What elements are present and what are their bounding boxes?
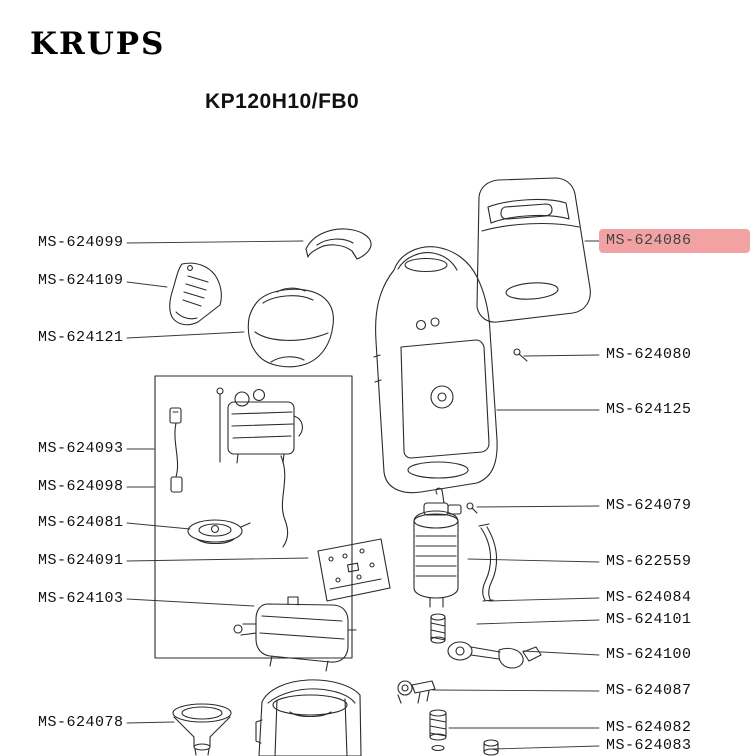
part-label-ms-624125[interactable]: MS-624125 [606,401,692,418]
part-drawing-ms-624099 [305,228,372,260]
part-label-ms-624087[interactable]: MS-624087 [606,682,692,699]
part-drawing-fittings-ms-624100 [447,641,542,669]
brand-logo: KRUPS [30,26,166,62]
part-drawing-ms-624080 [513,348,528,362]
part-drawing-ms-624093 [216,387,303,548]
part-label-ms-624078[interactable]: MS-624078 [38,714,124,731]
part-label-ms-624084[interactable]: MS-624084 [606,589,692,606]
part-label-ms-624080[interactable]: MS-624080 [606,346,692,363]
part-drawing-hose [478,523,498,602]
part-group-frame [154,375,353,659]
part-label-ms-624079[interactable]: MS-624079 [606,497,692,514]
part-drawing-ms-624078 [172,703,232,756]
part-label-ms-624083[interactable]: MS-624083 [606,737,692,754]
part-drawing-ms-624103 [233,596,357,672]
part-label-ms-622559[interactable]: MS-622559 [606,553,692,570]
part-drawing-ms-624086 [476,177,591,323]
part-label-ms-624101[interactable]: MS-624101 [606,611,692,628]
part-label-ms-624109[interactable]: MS-624109 [38,272,124,289]
part-drawing-ms-624101 [430,613,446,644]
part-label-ms-624099[interactable]: MS-624099 [38,234,124,251]
part-drawing-ms-624083 [483,739,499,756]
part-label-ms-624100[interactable]: MS-624100 [606,646,692,663]
model-title: KP120H10/FB0 [205,90,360,113]
part-label-ms-624098[interactable]: MS-624098 [38,478,124,495]
part-label-ms-624121[interactable]: MS-624121 [38,329,124,346]
part-drawing-ms-624079 [466,502,478,514]
part-label-highlight[interactable]: MS-624086 [599,229,750,253]
part-drawing-main-body [373,246,498,494]
part-label-ms-624103[interactable]: MS-624103 [38,590,124,607]
part-drawing-ms-624082 [429,709,447,752]
part-drawing-ms-624109 [169,262,222,326]
part-drawing-pump-ms-622559 [413,487,462,608]
part-drawing-ms-624081 [187,519,251,545]
part-drawing-base [255,679,362,756]
part-drawing-ms-624098 [169,407,183,493]
part-drawing-ms-624087 [397,680,436,704]
leader-lines [126,240,600,750]
part-label-ms-624091[interactable]: MS-624091 [38,552,124,569]
part-label-ms-624082[interactable]: MS-624082 [606,719,692,736]
part-drawing-ms-624091 [317,538,391,602]
part-label-ms-624093[interactable]: MS-624093 [38,440,124,457]
part-label-ms-624081[interactable]: MS-624081 [38,514,124,531]
part-drawing-ms-624121 [247,287,334,368]
